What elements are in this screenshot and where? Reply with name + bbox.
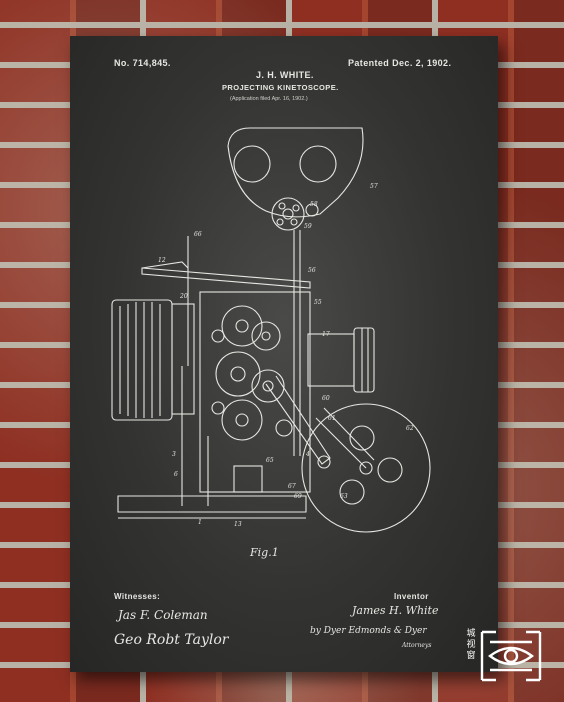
- witness-signature-2: Geo Robt Taylor: [114, 632, 229, 648]
- svg-text:67: 67: [288, 483, 296, 490]
- patent-application-date: (Application filed Apr. 16, 1902.): [230, 96, 308, 102]
- svg-text:60: 60: [322, 395, 330, 402]
- svg-text:61: 61: [328, 415, 336, 422]
- watermark-text: 城视窗: [466, 628, 476, 660]
- svg-text:1: 1: [198, 519, 202, 526]
- svg-text:65: 65: [266, 457, 274, 464]
- svg-text:66: 66: [194, 231, 202, 238]
- svg-text:6: 6: [174, 471, 178, 478]
- svg-text:57: 57: [370, 183, 378, 190]
- svg-text:58: 58: [310, 201, 318, 208]
- svg-text:69: 69: [294, 493, 302, 500]
- svg-text:17: 17: [322, 331, 330, 338]
- svg-text:55: 55: [314, 299, 322, 306]
- patent-title: PROJECTING KINETOSCOPE.: [222, 83, 339, 92]
- svg-text:62: 62: [406, 425, 414, 432]
- attorney-signature: by Dyer Edmonds & Dyer: [310, 626, 427, 636]
- patent-poster: No. 714,845. J. H. WHITE. PROJECTING KIN…: [70, 36, 498, 672]
- figure-label: Fig.1: [250, 546, 279, 559]
- svg-text:20: 20: [179, 293, 188, 300]
- svg-text:4: 4: [305, 451, 310, 458]
- svg-text:3: 3: [172, 451, 176, 458]
- attorney-label: Attorneys: [402, 642, 432, 649]
- eye-logo-icon: [480, 630, 542, 682]
- svg-text:63: 63: [340, 493, 348, 500]
- patent-number: No. 714,845.: [114, 58, 171, 68]
- svg-text:59: 59: [304, 223, 312, 230]
- patent-date: Patented Dec. 2, 1902.: [348, 58, 452, 68]
- svg-text:13: 13: [234, 521, 242, 528]
- witness-signature-1: Jas F. Coleman: [118, 608, 208, 622]
- patent-inventor-header: J. H. WHITE.: [256, 70, 314, 80]
- svg-text:12: 12: [158, 257, 166, 264]
- svg-text:56: 56: [308, 267, 316, 274]
- inventor-label: Inventor: [394, 592, 429, 601]
- inventor-signature: James H. White: [352, 604, 439, 617]
- witnesses-label: Witnesses:: [114, 592, 161, 601]
